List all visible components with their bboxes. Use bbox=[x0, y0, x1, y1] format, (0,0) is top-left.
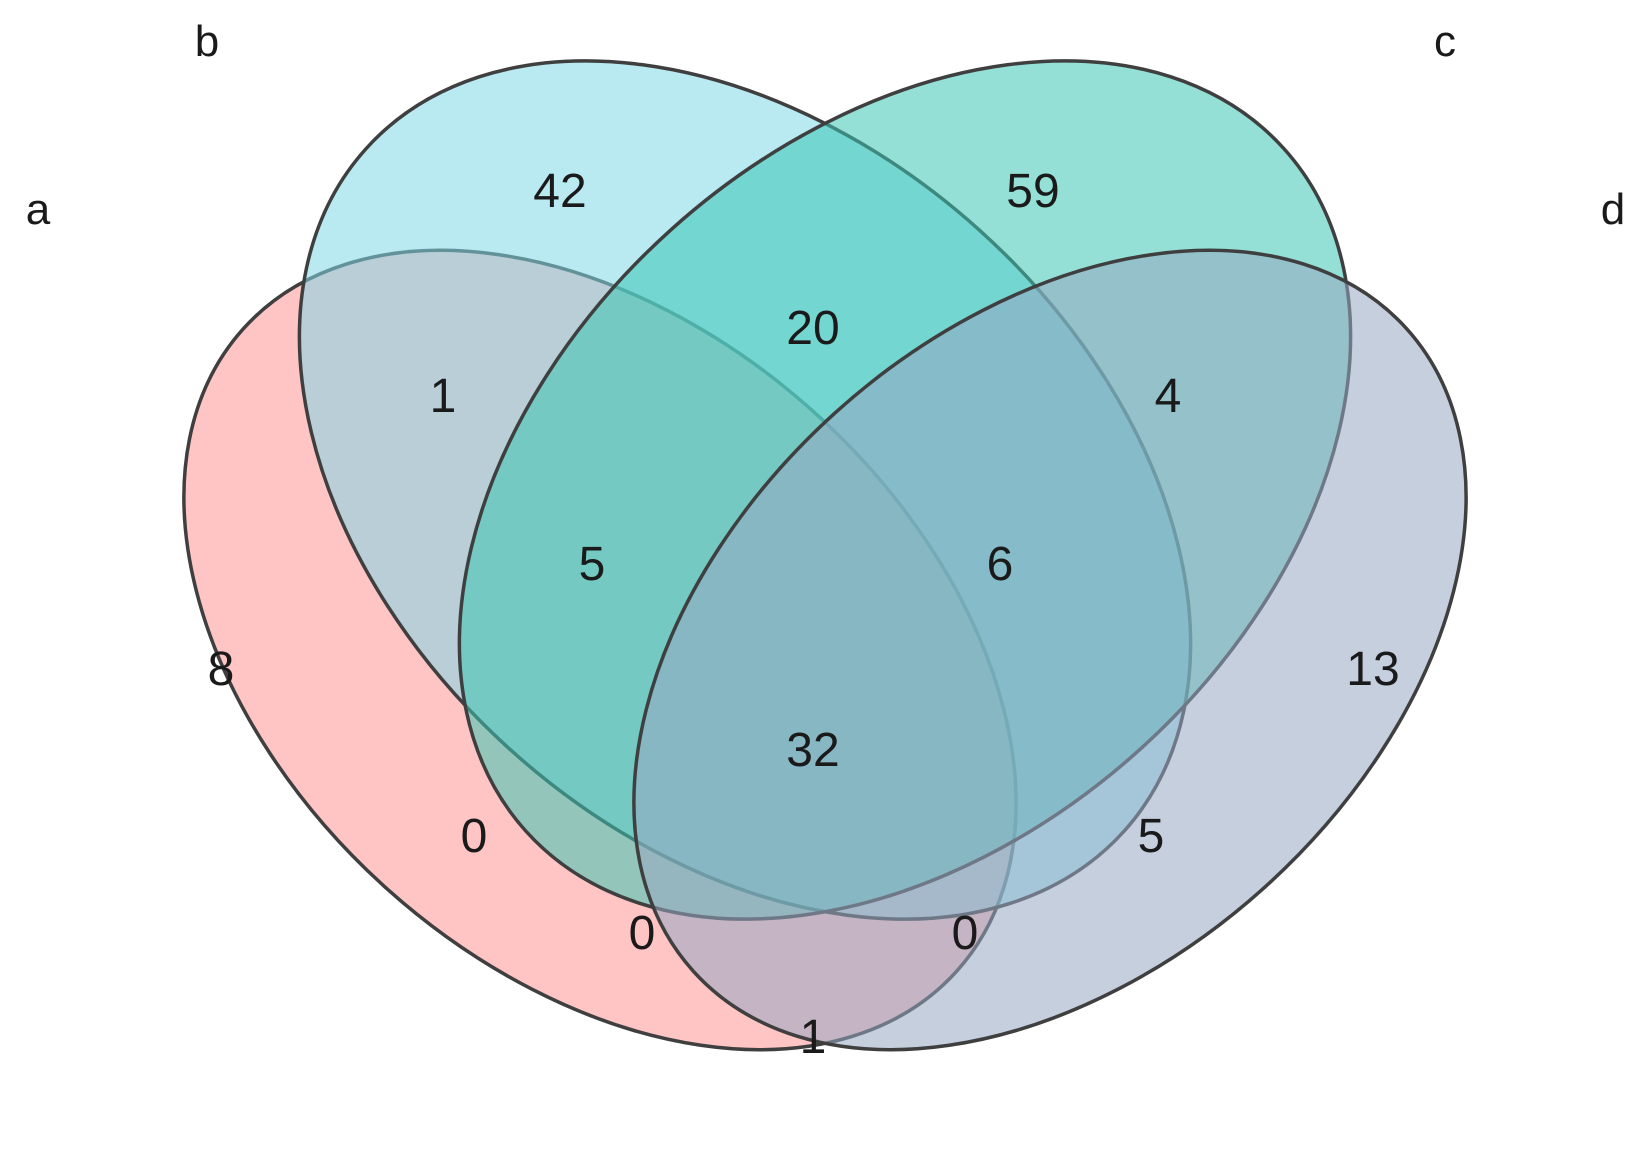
region-count-acd: 0 bbox=[629, 907, 656, 960]
region-count-bcd: 6 bbox=[987, 538, 1014, 591]
region-count-ad: 1 bbox=[800, 1011, 827, 1064]
region-count-ab: 1 bbox=[430, 370, 457, 423]
region-count-bd: 5 bbox=[1138, 810, 1165, 863]
region-count-d: 13 bbox=[1346, 643, 1399, 696]
region-count-abcd: 32 bbox=[786, 724, 839, 777]
region-count-a: 8 bbox=[208, 643, 235, 696]
set-label-a: a bbox=[26, 185, 51, 234]
set-ellipse-d bbox=[632, 248, 1468, 1052]
set-label-d: d bbox=[1601, 185, 1625, 234]
region-count-cd: 4 bbox=[1155, 370, 1182, 423]
set-label-c: c bbox=[1434, 17, 1456, 66]
set-label-b: b bbox=[195, 17, 219, 66]
region-count-abc: 5 bbox=[579, 538, 606, 591]
region-count-ac: 0 bbox=[461, 810, 488, 863]
set-labels: a b c d bbox=[26, 17, 1625, 234]
region-count-abd: 0 bbox=[952, 907, 979, 960]
region-count-b: 42 bbox=[533, 165, 586, 218]
set-ellipses bbox=[182, 59, 1468, 1052]
region-counts: 8 42 59 13 1 20 4 0 5 1 5 6 0 0 32 bbox=[208, 165, 1400, 1064]
region-count-c: 59 bbox=[1006, 165, 1059, 218]
region-count-bc: 20 bbox=[786, 302, 839, 355]
